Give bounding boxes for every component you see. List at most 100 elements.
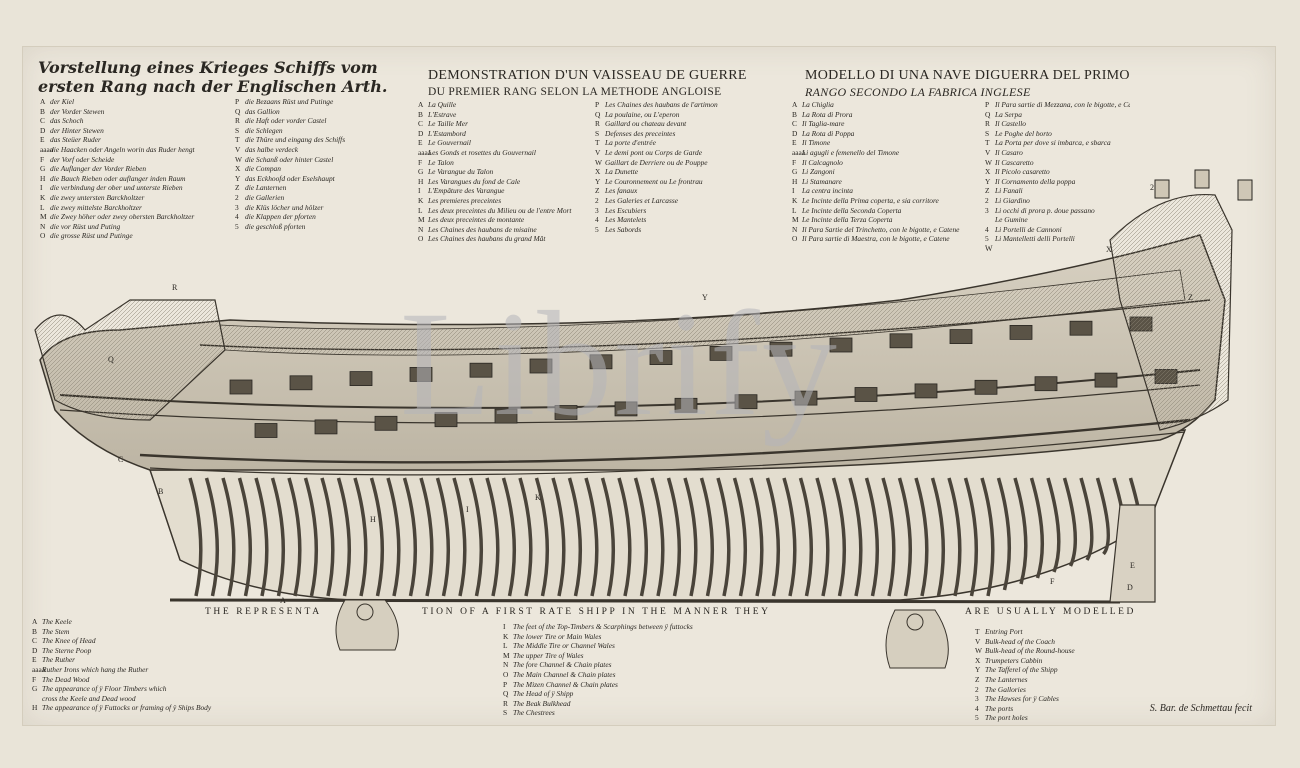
legend-key: 2 [985,195,989,205]
legend-text: Li Zangoni [802,167,835,177]
stern-galleries [1109,193,1233,431]
legend-text: La centra incinta [802,186,853,196]
legend-key: W [595,157,602,167]
legend-key: Q [985,109,991,119]
legend-text: Le Gumine [995,215,1028,225]
legend-text: The upper Tire of Wales [513,650,584,660]
legend-text: das Gallion [245,106,280,116]
legend-key: N [40,221,46,231]
hull-rib [336,477,352,597]
legend-text: The Ruther [42,655,76,665]
legend-entry: aaaadie Haacken oder Angeln worin das Ru… [40,145,240,155]
legend-key: V [975,636,981,646]
legend-key: Q [595,109,601,119]
legend-text: L'Empâture des Varangue [428,186,505,196]
legend-key: A [32,617,38,626]
legend-key: 3 [975,694,979,704]
legend-key: C [32,636,37,646]
legend-key: A [418,100,424,109]
legend-key: aaaa [32,664,46,674]
legend-key: K [418,195,424,205]
engraver-signature: S. Bar. de Schmettau fecit [1149,703,1252,714]
gun-port [794,390,818,406]
title-italian-line1: MODELLO DI UNA NAVE DIGUERRA DEL PRIMO [805,68,1130,83]
legend-text: The ports [985,703,1014,713]
legend-key: X [975,655,981,665]
hull-rib [600,477,616,597]
legend-text: Les Chaines des haubans de l'artimon [605,100,718,109]
legend-text: La Rota di Prora [802,109,853,119]
legend-text: Le Talon [428,157,454,167]
hull-rib [237,477,253,597]
legend-key: 5 [985,234,989,244]
gun-port [734,394,758,410]
legend-key: O [40,231,46,241]
hull-rib [452,477,467,597]
gun-port [529,358,553,374]
hull-rib [996,477,1012,591]
ship-part-letter: 2 [1150,183,1154,192]
legend-key: B [418,109,423,119]
legend-key: W [985,157,992,167]
legend-text: La Serpa [995,109,1022,119]
legend-key: I [418,186,421,196]
legend-text: die Thüre und eingang des Schiffs [245,135,346,145]
ship-part-letter: W [985,244,993,253]
legend-entry: Le Gumine [985,215,1130,225]
gun-port [349,371,373,387]
legend-key: G [792,167,798,177]
legend-key: R [235,116,240,126]
gun-port [229,379,253,395]
legend-text: Les Sabords [605,224,642,234]
title-french-line2: DU PREMIER RANG SELON LA METHODE ANGLOIS… [428,86,722,98]
legend-text: L'Estrave [428,109,457,119]
legend-text: Le Incinte della Terza Coperta [802,215,893,225]
legend-key: F [32,674,37,684]
legend-text: La Chiglia [802,100,834,109]
gun-port [974,379,998,395]
title-german: Vorstellung eines Krieges Schiffs vom er… [38,58,388,96]
legend-key: P [235,97,240,106]
legend-key: M [503,650,510,660]
legend-key: F [418,157,423,167]
title-french: DEMONSTRATION D'UN VAISSEAU DE GUERRE DU… [428,68,768,100]
legend-text: Bulk-head of the Round-house [985,646,1075,656]
ship-part-letter: Q [108,355,114,364]
hull-rib [270,477,286,597]
hull-rib [303,477,319,597]
legend-key: L [503,641,508,651]
legend-text: Il Timone [802,138,831,148]
hull-rib [221,477,236,597]
legend-text: Les Galeries et Larcasse [605,195,679,205]
legend-key: Y [595,176,601,186]
legend-text: La porte d'entrée [605,138,656,148]
legend-text: The appearance of ÿ Futtocks or framing … [42,703,212,713]
title-italian-line2: RANGO SECONDO LA FABRICA INGLESE [805,85,1031,99]
